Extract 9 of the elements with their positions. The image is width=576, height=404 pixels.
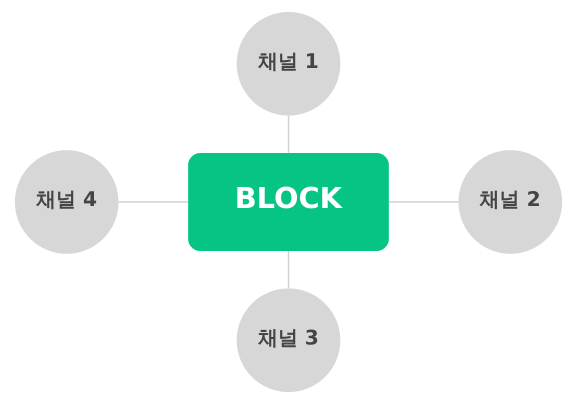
node-box: BLOCK bbox=[188, 153, 388, 251]
node-circle: 채널 1 bbox=[236, 12, 340, 116]
node-circle: 채널 2 bbox=[458, 150, 562, 254]
node-circle: 채널 4 bbox=[14, 150, 118, 254]
node-circle: 채널 3 bbox=[236, 288, 340, 392]
connector bbox=[118, 201, 188, 203]
connector bbox=[287, 116, 289, 153]
connector bbox=[287, 251, 289, 288]
connector bbox=[388, 201, 458, 203]
